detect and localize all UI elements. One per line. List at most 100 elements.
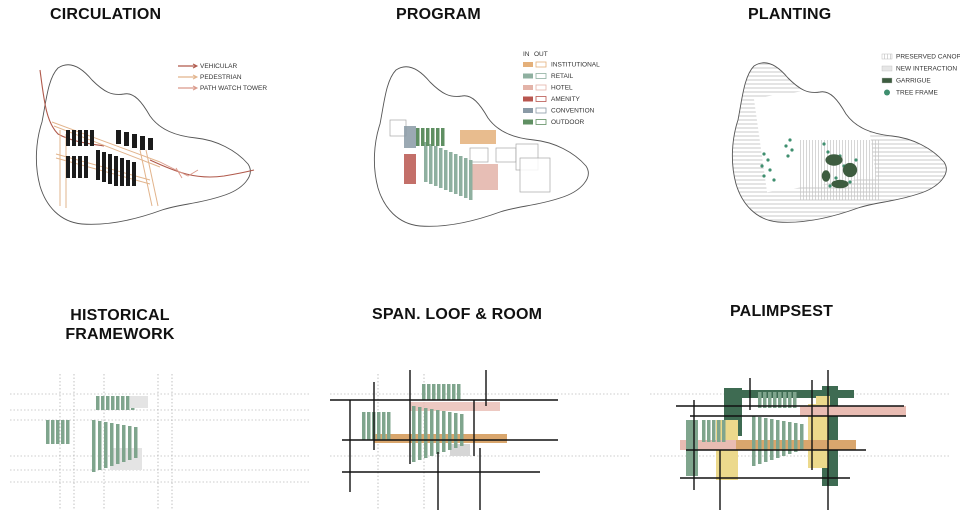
legend-label: RETAIL (551, 73, 574, 80)
building-block (90, 130, 94, 146)
green-bar (778, 392, 782, 408)
retail-bar (424, 142, 428, 182)
green-bar (448, 412, 452, 450)
green-bar (122, 425, 126, 462)
legend-arrow-icon (192, 74, 199, 80)
program-block (495, 147, 517, 163)
green-bar (382, 412, 386, 440)
program-block (472, 164, 498, 190)
green-bar (788, 392, 792, 408)
green-bar (764, 418, 768, 462)
retail-bar (444, 150, 448, 190)
green-bar (104, 422, 108, 468)
green-bar (51, 420, 55, 444)
green-bar (412, 406, 416, 462)
garrigue-patch (842, 162, 858, 178)
tree-dot (784, 144, 788, 148)
span-black-lines (330, 370, 558, 510)
green-bar (758, 392, 762, 408)
retail-bar (439, 148, 443, 188)
green-bar (418, 407, 422, 460)
green-bar (773, 392, 777, 408)
legend-arrow-icon (192, 85, 199, 91)
legend-label: PATH WATCH TOWER (200, 85, 267, 92)
legend-out-swatch (535, 119, 547, 125)
outdoor-bar (416, 128, 420, 146)
legend-label: HOTEL (551, 85, 573, 92)
site-outline (373, 66, 589, 227)
legend-label: NEW INTERACTION (896, 66, 957, 73)
green-bar (110, 423, 114, 466)
green-bar (460, 414, 464, 446)
green-bar (116, 424, 120, 464)
tree-dot (854, 158, 858, 162)
span-loof-room-diagram (330, 370, 630, 510)
building-block (114, 156, 118, 186)
legend-swatch (881, 53, 893, 60)
program-block (404, 126, 416, 148)
tree-dot (762, 174, 766, 178)
green-bar (430, 409, 434, 456)
legend-out-label: OUT (534, 51, 548, 58)
building-block (140, 136, 145, 150)
historical-framework-title: HISTORICAL FRAMEWORK (60, 306, 180, 344)
green-bar (436, 410, 440, 454)
retail-bar (459, 156, 463, 196)
green-bar (92, 420, 96, 472)
legend-label: PRESERVED CANOPY (896, 54, 960, 61)
tree-dot (828, 184, 832, 188)
green-rect-left (686, 420, 698, 476)
green-bar (427, 384, 431, 400)
legend-in-label: IN (523, 51, 530, 58)
green-bar (793, 392, 797, 408)
pink-band (410, 402, 500, 411)
palimpsest-bars (702, 392, 804, 466)
green-bar (717, 420, 721, 442)
program-block (460, 130, 496, 144)
tree-dot (762, 152, 766, 156)
legend-label: AMENITY (551, 96, 581, 103)
building-block (148, 138, 153, 150)
tree-dot (768, 168, 772, 172)
planting-title: PLANTING (748, 6, 832, 23)
legend-out-swatch (535, 61, 547, 68)
retail-bar (469, 160, 473, 200)
program-block (469, 147, 489, 163)
buildings-dark (66, 130, 153, 186)
tree-dot (788, 138, 792, 142)
tree-dot (760, 164, 764, 168)
historical-title-line2: FRAMEWORK (65, 326, 175, 343)
green-bar (712, 420, 716, 442)
green-bar (134, 427, 138, 458)
program-block (404, 154, 416, 184)
tree-dot (790, 148, 794, 152)
green-bar (788, 422, 792, 454)
yellow-rect-b (808, 404, 828, 468)
green-bar (722, 420, 726, 442)
green-bar (800, 424, 804, 450)
retail-bar (429, 144, 433, 184)
garrigue-patch (831, 179, 849, 189)
program-blocks (389, 119, 551, 200)
green-bar (362, 412, 366, 440)
green-bar (46, 420, 50, 444)
historical-title-line1: HISTORICAL (70, 307, 170, 324)
legend-out-swatch (535, 73, 547, 79)
green-bar (454, 413, 458, 448)
retail-bar (449, 152, 453, 192)
outdoor-bar (431, 128, 435, 146)
legend-in-swatch (523, 96, 533, 102)
legend-in-swatch (523, 85, 533, 90)
span-title: SPAN. LOOF & ROOM (372, 306, 543, 323)
palimpsest-black-lines (676, 370, 906, 510)
legend-label: INSTITUTIONAL (551, 62, 600, 69)
green-bar (66, 420, 70, 444)
site-outline (731, 62, 947, 223)
circulation-title: CIRCULATION (50, 6, 162, 23)
green-bar (422, 384, 426, 400)
outdoor-bar (426, 128, 430, 146)
tree-dot (766, 158, 770, 162)
